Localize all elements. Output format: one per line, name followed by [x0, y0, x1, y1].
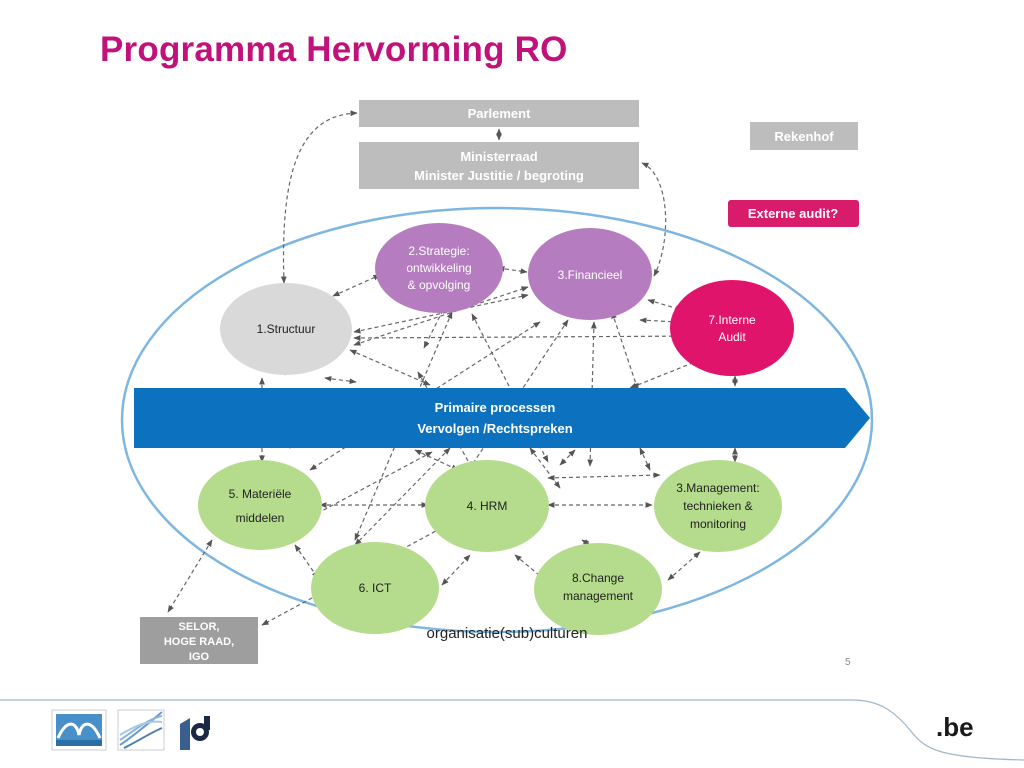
be-logo: .be	[936, 712, 974, 742]
slide-number: 5	[845, 657, 851, 668]
waves-logo-icon	[117, 709, 165, 751]
materiele-label-1: 5. Materiële	[229, 487, 292, 501]
externe-audit-label: Externe audit?	[748, 206, 838, 221]
management-label-2: technieken &	[683, 499, 752, 513]
node-financieel: 3.Financieel	[528, 228, 652, 320]
structuur-label: 1.Structuur	[257, 322, 316, 336]
hrm-label: 4. HRM	[467, 499, 508, 513]
primary-processes-label: Primaire processen	[435, 400, 556, 415]
management-label-3: monitoring	[690, 517, 746, 531]
ministerraad-label: Ministerraad	[460, 149, 537, 164]
node-materiele-middelen: 5. Materiële middelen	[198, 460, 322, 550]
node-strategie: 2.Strategie: ontwikkeling & opvolging	[375, 223, 503, 313]
organization-ellipse	[120, 206, 874, 634]
interne-audit-label-1: 7.Interne	[708, 313, 756, 327]
node-ict: 6. ICT	[311, 542, 439, 634]
node-management: 3.Management: technieken & monitoring	[654, 460, 782, 552]
parlement-label: Parlement	[468, 106, 532, 121]
management-label-1: 3.Management:	[676, 481, 759, 495]
node-structuur: 1.Structuur	[220, 283, 352, 375]
rekenhof-box: Rekenhof	[750, 122, 858, 150]
igo-label: IGO	[189, 651, 210, 663]
change-label-2: management	[563, 589, 634, 603]
vervolgen-label: Vervolgen /Rechtspreken	[417, 421, 572, 436]
financieel-label: 3.Financieel	[558, 268, 623, 282]
selor-label: SELOR,	[179, 621, 220, 633]
ministerraad-box: Ministerraad Minister Justitie / begroti…	[359, 142, 639, 189]
node-hrm: 4. HRM	[425, 460, 549, 552]
culture-label: organisatie(sub)culturen	[427, 625, 588, 642]
strategie-label-3: & opvolging	[408, 278, 471, 292]
primary-processes-arrow: Primaire processen Vervolgen /Rechtsprek…	[134, 388, 870, 448]
interne-audit-label-2: Audit	[718, 330, 746, 344]
parlement-box: Parlement	[359, 100, 639, 127]
ict-label: 6. ICT	[359, 581, 392, 595]
node-interne-audit: 7.Interne Audit	[670, 280, 794, 376]
footer-divider	[0, 699, 1024, 761]
externe-audit-box: Externe audit?	[728, 200, 859, 227]
hoge-raad-label: HOGE RAAD,	[164, 636, 234, 648]
node-change-management: 8.Change management	[534, 543, 662, 635]
materiele-label-2: middelen	[236, 511, 285, 525]
rekenhof-label: Rekenhof	[774, 129, 834, 144]
selor-box: SELOR, HOGE RAAD, IGO	[140, 617, 258, 664]
justice-logo-icon	[51, 709, 107, 751]
change-label-1: 8.Change	[572, 571, 624, 585]
minister-justitie-label: Minister Justitie / begroting	[414, 168, 584, 183]
strategie-label-1: 2.Strategie:	[408, 244, 469, 258]
strategie-label-2: ontwikkeling	[406, 261, 471, 275]
page-title: Programma Hervorming RO	[100, 30, 568, 69]
bracket-logo-icon	[178, 712, 212, 750]
